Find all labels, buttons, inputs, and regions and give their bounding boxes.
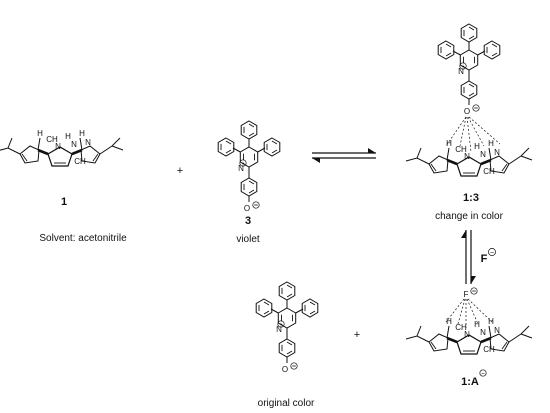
compound-3-color-label: violet xyxy=(236,234,260,245)
complex-1a-receptor xyxy=(404,315,534,356)
complex-13-dye xyxy=(438,24,500,116)
equilibrium-arrow xyxy=(312,148,376,163)
fluoride-reagent: F xyxy=(481,253,488,265)
hydrogen-bonds-13 xyxy=(445,116,501,153)
compound-3-number: 3 xyxy=(245,215,251,227)
hydrogen-bonds-1a xyxy=(445,298,493,328)
fluoride-reagent-charge: − xyxy=(490,250,494,257)
dye-3-structure xyxy=(218,121,280,213)
fluoride-addition-arrow xyxy=(461,230,476,284)
solvent-label: Solvent: acetonitrile xyxy=(39,233,127,244)
plus-sign-top: + xyxy=(177,165,183,177)
fluoride-in-complex: F xyxy=(464,290,469,299)
complex-13-label: 1:3 xyxy=(463,192,479,204)
receptor-1-structure xyxy=(0,127,125,168)
compound-1-number: 1 xyxy=(61,196,67,208)
complex-13-note: change in color xyxy=(435,211,503,222)
complex-13-receptor xyxy=(404,137,534,178)
plus-sign-bottom: + xyxy=(354,329,360,341)
released-dye-note: original color xyxy=(258,398,315,409)
complex-1a-label: 1:A xyxy=(461,376,479,388)
complex-1a-charge: − xyxy=(481,371,485,378)
released-dye-structure xyxy=(256,282,318,374)
